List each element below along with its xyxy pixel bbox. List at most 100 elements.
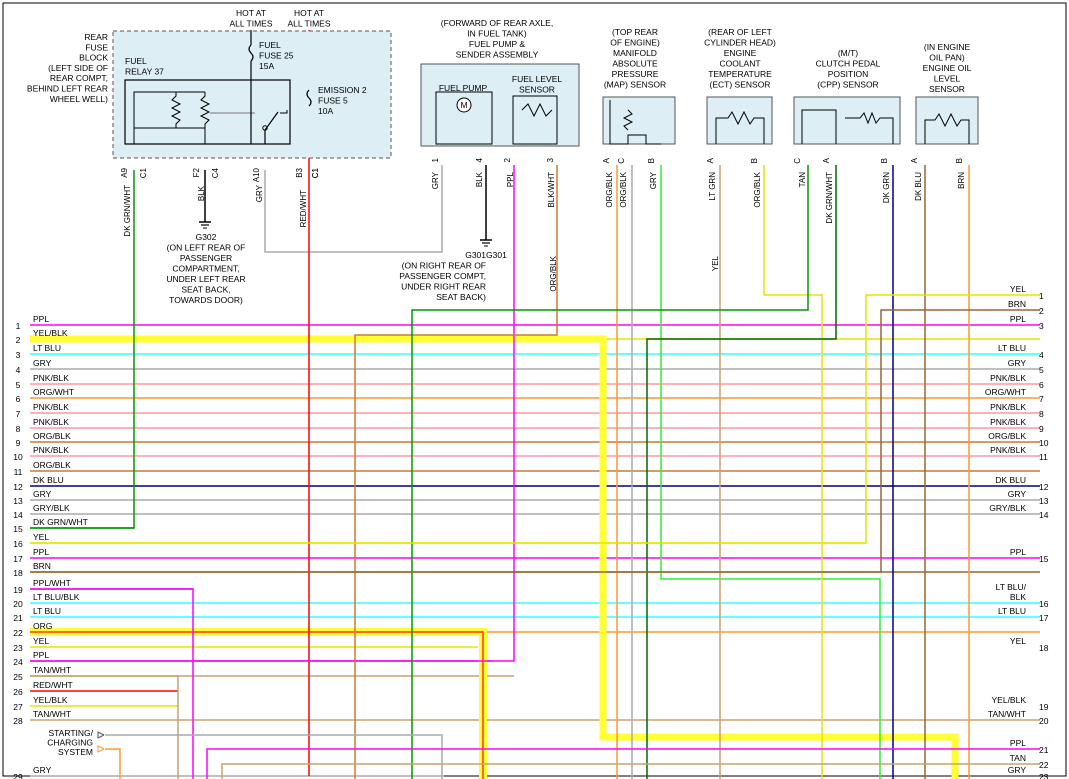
map-sensor-wire	[609, 100, 661, 145]
fuel-relay	[124, 79, 291, 145]
right-wire-label: PNK/BLK	[990, 373, 1026, 383]
rear-fuse-block	[112, 30, 392, 159]
right-wire-label: YEL	[1010, 284, 1026, 294]
fuel-fuse-label: 15A	[259, 61, 274, 71]
wire-label: ORG/BLK	[753, 171, 762, 207]
left-wire-label: ORG	[33, 621, 52, 631]
fuel-relay-label: FUEL	[125, 56, 147, 66]
left-wire-label: DK GRN/WHT	[33, 517, 88, 527]
pin-label: B	[880, 158, 889, 163]
pin-label: B	[955, 158, 964, 163]
pin-label: A	[706, 157, 715, 163]
right-wire-label: DK BLU	[995, 475, 1026, 485]
wire-ppl-level	[30, 165, 515, 662]
g301-label: PASSENGER COMPT,	[399, 271, 486, 281]
right-pin-number: 9	[1039, 424, 1044, 434]
pin-label: C1	[139, 167, 148, 178]
right-pin-number: 6	[1039, 380, 1044, 390]
right-pin-number: 3	[1039, 321, 1044, 331]
pin-label: C	[793, 158, 802, 164]
right-pin-number: 14	[1039, 510, 1049, 520]
right-wire-label: PNK/BLK	[990, 445, 1026, 455]
wire-label: PPL	[506, 171, 515, 187]
wire-label: DK GRN/WHT	[123, 185, 132, 237]
left-pin-number: 26	[13, 687, 23, 697]
pin-label: C1	[311, 167, 320, 178]
right-wire-label: GRY	[1008, 358, 1027, 368]
g301-label: SEAT BACK)	[436, 292, 486, 302]
fuel-pump-motor	[456, 97, 472, 113]
right-pin-number: 11	[1039, 452, 1048, 462]
ect-sensor-label: COOLANT	[719, 59, 760, 69]
map-sensor-label: ABSOLUTE	[612, 59, 658, 69]
wire-ppl-21	[206, 748, 1040, 779]
fuse-block-label: WHEEL WELL)	[50, 94, 108, 104]
wire-gry-start	[105, 734, 443, 779]
right-pin-number: 5	[1039, 365, 1044, 375]
g301-label: (ON RIGHT REAR OF	[402, 261, 486, 271]
wire-label: BLK	[475, 171, 484, 187]
pin-label: A9	[120, 167, 129, 177]
wire-ppl-wht	[30, 588, 194, 779]
fuel-fuse-label: FUSE 25	[259, 51, 294, 61]
right-wire-label: TAN	[1010, 753, 1026, 763]
oil-sensor-label: (IN ENGINE	[924, 42, 971, 52]
ect-sensor-label: CYLINDER HEAD)	[704, 38, 776, 48]
left-wire-label: TAN/WHT	[33, 709, 71, 719]
pin-label: F2	[192, 167, 201, 177]
pin-label: B	[750, 158, 759, 163]
left-pin-number: 15	[13, 524, 23, 534]
g301-label: G301	[465, 250, 486, 260]
right-wire-label: ORG/WHT	[985, 387, 1026, 397]
fuel-pump-assembly-label: (FORWARD OF REAR AXLE,	[441, 18, 553, 28]
oil-sensor-resistor	[924, 112, 970, 144]
starting-charging-label: CHARGING	[47, 738, 93, 748]
fuel-pump-frame	[435, 91, 493, 145]
left-pin-number: 13	[13, 496, 23, 506]
highlighted-circuit-2-core	[30, 631, 484, 779]
pin-label: B	[647, 158, 656, 163]
motor-icon: M	[460, 100, 467, 110]
wire-label: YEL	[711, 255, 720, 271]
left-wire-label: RED/WHT	[33, 680, 73, 690]
left-pin-number: 27	[13, 702, 23, 712]
left-wire-label: GRY	[33, 765, 52, 775]
pin-label: 2	[503, 157, 512, 162]
wire-lt-grn-map	[660, 165, 881, 779]
relay-resistor	[199, 92, 211, 144]
wire-label: DK BLU	[914, 172, 923, 201]
g302-label: G302	[196, 232, 217, 242]
right-pin-number: 18	[1039, 643, 1049, 653]
right-pin-number: 2	[1039, 306, 1044, 316]
emission-fuse-label: 10A	[318, 106, 333, 116]
map-sensor-label: OF ENGINE)	[610, 38, 660, 48]
wire-label: LT GRN	[708, 172, 717, 201]
left-pin-number: 20	[13, 599, 23, 609]
left-pin-number: 23	[13, 643, 23, 653]
fuel-pump-label: FUEL PUMP	[439, 83, 488, 93]
wire-label: RED/WHT	[299, 190, 308, 227]
wire-yel-ect	[763, 165, 823, 779]
oil-sensor-label: OIL PAN)	[929, 53, 965, 63]
left-wire-label: TAN/WHT	[33, 665, 71, 675]
ect-sensor-label: (ECT) SENSOR	[710, 80, 771, 90]
relay-contact-wire	[280, 110, 288, 114]
right-wire-label: GRY	[1008, 765, 1027, 775]
relay-coil-wire	[133, 91, 205, 144]
ect-sensor-label: TEMPERATURE	[708, 69, 772, 79]
ect-sensor-label: (REAR OF LEFT	[708, 27, 772, 37]
left-pin-number: 22	[13, 628, 23, 638]
fuse-block-label: (LEFT SIDE OF	[48, 63, 108, 73]
g302-label: UNDER LEFT REAR	[166, 274, 245, 284]
left-wire-label: YEL	[33, 636, 49, 646]
wire-label: TAN	[798, 172, 807, 188]
left-pin-number: 25	[13, 672, 23, 682]
right-pin-number: 17	[1039, 613, 1049, 623]
right-pin-number: 4	[1039, 350, 1044, 360]
fuse-block-label: FUSE	[85, 42, 108, 52]
left-pin-number: 18	[13, 568, 23, 578]
wire-label: ORG/BLK	[549, 255, 558, 291]
g301-id: G301	[486, 250, 507, 260]
cpp-sensor-label: POSITION	[828, 69, 869, 79]
wire-brn-bus	[30, 309, 1040, 573]
